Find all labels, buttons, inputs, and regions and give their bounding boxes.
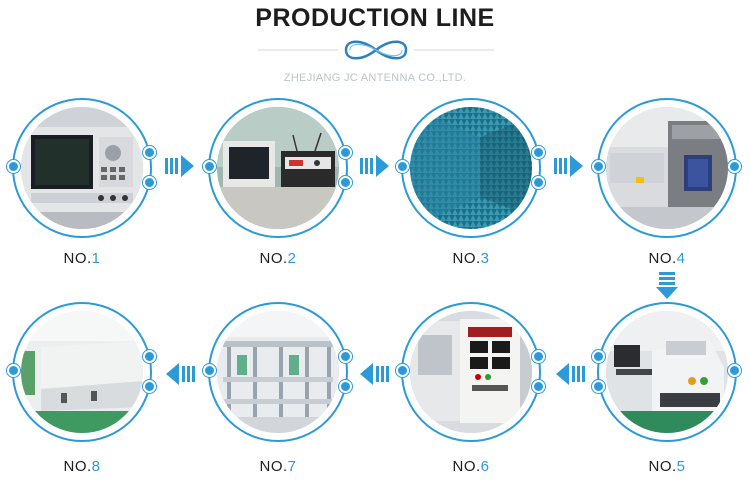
arrow-right-icon <box>360 155 389 177</box>
connector-dot <box>728 160 741 173</box>
connector-dot <box>592 160 605 173</box>
assembly-line-photo <box>217 311 339 433</box>
connector-dot <box>339 146 352 159</box>
step-label-5: NO.5 <box>648 458 686 475</box>
connector-dot <box>396 364 409 377</box>
step-5 <box>592 302 741 442</box>
infinity-divider-icon <box>258 40 494 60</box>
climate-chamber-photo <box>410 311 532 433</box>
network-analyzer-photo <box>21 107 143 229</box>
step-2 <box>203 98 352 238</box>
arrow-left-icon <box>556 363 585 385</box>
xray-analyzer-photo <box>606 311 728 433</box>
connector-dot <box>339 350 352 363</box>
connector-dot <box>592 350 605 363</box>
arrow-left-icon <box>360 363 389 385</box>
anechoic-chamber-photo <box>410 107 532 229</box>
company-name: ZHEJIANG JC ANTENNA CO.,LTD. <box>283 72 467 84</box>
step-label-3: NO.3 <box>452 250 490 267</box>
connector-dot <box>143 146 156 159</box>
connector-dot <box>532 146 545 159</box>
connector-dot <box>203 364 216 377</box>
connector-dot <box>532 350 545 363</box>
step-label-2: NO.2 <box>259 250 297 267</box>
page-title: PRODUCTION LINE <box>255 4 495 32</box>
connector-dot <box>532 380 545 393</box>
connector-dot <box>143 350 156 363</box>
step-1 <box>7 98 156 238</box>
step-label-6: NO.6 <box>452 458 490 475</box>
step-label-8: NO.8 <box>63 458 101 475</box>
connector-dot <box>143 176 156 189</box>
step-8 <box>7 302 156 442</box>
reflow-oven-photo <box>21 311 143 433</box>
arrow-right-icon <box>554 155 583 177</box>
connector-dot <box>532 176 545 189</box>
connector-dot <box>203 160 216 173</box>
arrow-right-icon <box>165 155 194 177</box>
connector-dot <box>7 364 20 377</box>
connector-dot <box>396 160 409 173</box>
connector-dot <box>339 176 352 189</box>
connector-dot <box>728 364 741 377</box>
test-cabinet-photo <box>606 107 728 229</box>
step-3 <box>396 98 545 238</box>
step-7 <box>203 302 352 442</box>
step-6 <box>396 302 545 442</box>
test-bench-photo <box>217 107 339 229</box>
connector-dot <box>7 160 20 173</box>
step-label-4: NO.4 <box>648 250 686 267</box>
arrow-down-icon <box>656 272 678 299</box>
connector-dot <box>143 380 156 393</box>
connector-dot <box>339 380 352 393</box>
connector-dot <box>592 380 605 393</box>
arrow-left-icon <box>166 363 195 385</box>
step-4 <box>592 98 741 238</box>
step-label-1: NO.1 <box>63 250 101 267</box>
step-label-7: NO.7 <box>259 458 297 475</box>
